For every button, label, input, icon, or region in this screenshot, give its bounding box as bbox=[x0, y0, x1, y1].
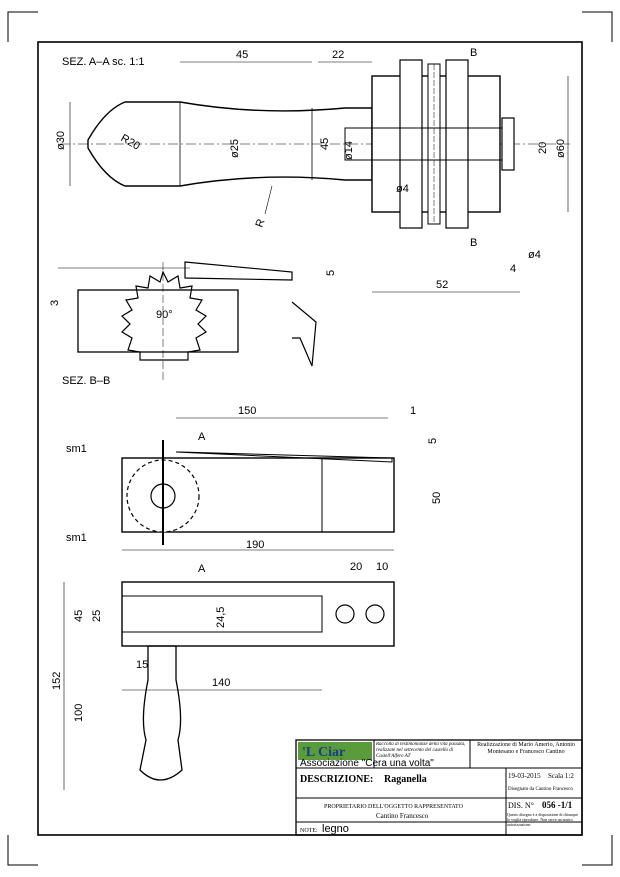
dim-15: 15 bbox=[136, 659, 148, 671]
collection-text: Raccolta di testimonianze della vita pas… bbox=[376, 742, 466, 759]
dim-60: ø60 bbox=[555, 139, 567, 158]
dim-190: 190 bbox=[246, 539, 264, 551]
note-value: legno bbox=[322, 823, 349, 835]
owner-label: PROPRIETARIO DELL'OGGETTO RAPPRESENTATO bbox=[324, 804, 464, 810]
description-label: DESCRIZIONE: bbox=[300, 774, 373, 785]
dim-3: 3 bbox=[49, 300, 61, 306]
section-aa-title: SEZ. A–A sc. 1:1 bbox=[62, 56, 145, 68]
dim-45-plan: 45 bbox=[73, 610, 85, 622]
crop-marks bbox=[7, 11, 613, 866]
dim-20-plan: 20 bbox=[350, 561, 362, 573]
section-mark-a-plan: A bbox=[198, 563, 206, 575]
plan-view: A 20 10 45 25 24,5 15 152 140 100 bbox=[51, 561, 395, 790]
dim-r20: R20 bbox=[119, 132, 142, 152]
dim-4a: ø4 bbox=[396, 183, 409, 195]
dim-20: 20 bbox=[537, 142, 549, 154]
dim-150: 150 bbox=[238, 405, 256, 417]
section-bb-title: SEZ. B–B bbox=[62, 375, 110, 387]
dim-4b: ø4 bbox=[528, 249, 541, 261]
surface-mark-sm1-top: sm1 bbox=[66, 443, 87, 455]
dim-1: 1 bbox=[410, 405, 416, 417]
owner-value: Cantino Francesco bbox=[376, 812, 429, 820]
dim-90deg: 90° bbox=[156, 309, 173, 321]
dim-14: ø14 bbox=[343, 141, 355, 160]
dim-30: ø30 bbox=[55, 131, 67, 150]
dim-140: 140 bbox=[212, 677, 230, 689]
dim-10: 10 bbox=[376, 561, 388, 573]
dim-45: 45 bbox=[236, 49, 248, 61]
disclaimer-text: Questo disegno è a disposizione di chiun… bbox=[507, 812, 579, 827]
surface-mark-sm1-bottom: sm1 bbox=[66, 532, 87, 544]
dim-52: 52 bbox=[436, 279, 448, 291]
dim-25: ø25 bbox=[229, 139, 241, 158]
dim-5-bb: 5 bbox=[325, 270, 337, 276]
dim-22: 22 bbox=[332, 49, 344, 61]
dim-24-5: 24,5 bbox=[215, 607, 227, 628]
front-view: 150 1 A 5 50 sm1 sm1 190 bbox=[66, 405, 443, 551]
dim-45v: 45 bbox=[319, 138, 331, 150]
section-mark-b-bottom: B bbox=[470, 237, 477, 249]
dim-r: R bbox=[254, 217, 268, 229]
dim-5-front: 5 bbox=[427, 438, 439, 444]
date-text: 19-03-2015 bbox=[508, 772, 541, 780]
dim-25: 25 bbox=[91, 610, 103, 622]
section-mark-a-front: A bbox=[198, 431, 206, 443]
dim-50: 50 bbox=[431, 492, 443, 504]
description-value: Raganella bbox=[384, 774, 427, 785]
plan-handle bbox=[139, 645, 183, 781]
section-bb-view: 3 90° 5 SEZ. B–B bbox=[49, 261, 337, 387]
authors-text: Realizzazione di Mario Amerio, Antonio M… bbox=[477, 742, 575, 755]
logo-text: 'L Ciar bbox=[302, 745, 345, 760]
drawn-by-text: Disegnato da Cantino Francesco bbox=[508, 787, 573, 792]
dis-value: 056 -1/1 bbox=[542, 800, 573, 810]
dim-4c: 4 bbox=[510, 263, 516, 275]
logo-box bbox=[298, 742, 372, 760]
dis-label: DIS. N° bbox=[508, 801, 534, 810]
association-text: Associazione "Cera una volta" bbox=[300, 758, 434, 769]
note-label: NOTE: bbox=[300, 828, 318, 834]
scale-text: Scala 1:2 bbox=[548, 772, 574, 780]
section-mark-b-top: B bbox=[470, 47, 477, 59]
section-aa-view: SEZ. A–A sc. 1:1 45 22 ø30 R20 ø25 45 ø1… bbox=[55, 47, 570, 293]
dim-152: 152 bbox=[51, 672, 63, 690]
title-block bbox=[295, 739, 583, 836]
dim-100: 100 bbox=[73, 704, 85, 722]
gear-wheel bbox=[121, 270, 207, 361]
